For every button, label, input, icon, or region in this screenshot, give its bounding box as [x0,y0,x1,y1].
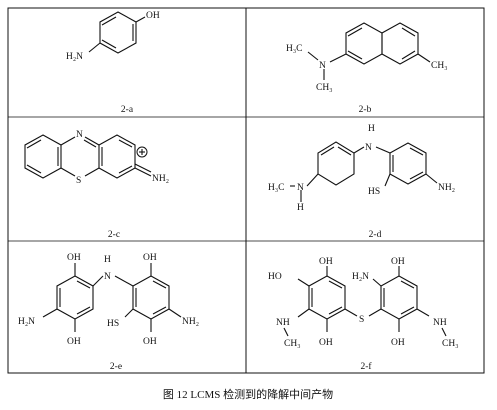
atom-nh-n: N [297,183,304,193]
panel-label-2e: 2-e [110,362,122,372]
atom-s-ring: S [76,176,81,186]
panel-label-2c: 2-c [108,230,120,240]
atom-oh-br: OH [391,338,405,348]
atom-h2n: H₂N [18,317,35,327]
panel-label-2b: 2-b [359,105,372,115]
panel-label-2f: 2-f [360,361,372,372]
atom-nh-h: H [297,203,304,213]
atom-oh-b: OH [319,338,333,348]
structure-2b: H₃C N CH₃ CH₃ [286,22,448,93]
atom-n-bridge: N [104,272,111,282]
atom-oh-br: OH [143,337,157,347]
atom-ch3-l: CH₃ [284,339,301,349]
panel-grid [7,7,485,374]
atom-ch3-r: CH₃ [442,339,459,349]
atom-h3c: H₃C [268,183,285,193]
atom-ch3-n: CH₃ [316,83,333,93]
atom-nh2: NH₂ [152,174,169,184]
figure-caption: 图 12 LCMS 检测到的降解中间产物 [163,387,333,401]
atom-hs: HS [368,187,380,197]
atom-oh: OH [146,11,160,21]
structure-2e: OH H N OH H₂N OH HS NH₂ OH [18,253,199,347]
atom-h2n: H₂N [66,52,83,62]
atom-h2n: H₂N [352,272,369,282]
atom-h-bridge: H [104,255,111,265]
atom-nh2: NH₂ [182,317,199,327]
atom-bridge-n: N [365,143,372,153]
atom-hs: HS [107,319,119,329]
atom-h3c: H₃C [286,44,303,54]
structure-2c: N S NH₂ [24,130,169,186]
panel-label-2a: 2-a [121,105,134,115]
structure-2a: OH H₂N [66,11,160,62]
atom-bridge-h: H [368,124,375,134]
atom-oh-tl: OH [67,253,81,263]
structure-2d: H N H₃C N H HS NH₂ [268,124,455,213]
atom-oh-bl: OH [67,337,81,347]
atom-nh2: NH₂ [438,183,455,193]
panel-label-2d: 2-d [369,230,382,240]
atom-nh-r: NH [433,318,447,328]
atom-ho: HO [268,272,282,282]
atom-oh-tr: OH [391,257,405,267]
atom-nh-l: NH [276,318,290,328]
atom-oh-tr: OH [143,253,157,263]
atom-oh-t: OH [319,257,333,267]
structure-2f: HO OH H₂N OH S NH CH₃ OH OH NH CH₃ [268,257,459,349]
atom-ch3-ring: CH₃ [431,61,448,71]
atom-n-ring: N [76,130,83,140]
atom-s: S [359,315,364,325]
atom-n: N [319,61,326,71]
